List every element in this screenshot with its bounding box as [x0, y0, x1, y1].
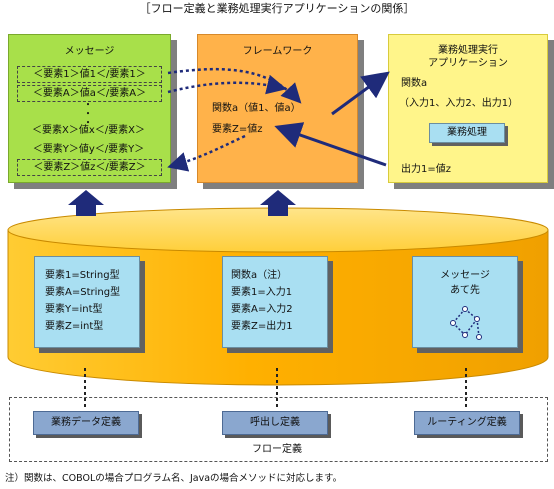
card3-line-2: あて先	[450, 285, 480, 296]
card1-line-2: 要素A=String型	[45, 287, 121, 298]
message-row-y: ＜要素Y＞値y＜/要素Y＞	[32, 144, 145, 155]
card2-line-1: 関数a（注）	[231, 270, 288, 281]
call-definition-card: 関数a（注） 要素1=入力1 要素A=入力2 要素Z=出力1	[222, 256, 328, 348]
framework-box: フレームワーク 関数a（値1、値a） 要素Z=値z	[197, 34, 358, 183]
framework-call-line: 関数a（値1、値a）	[212, 103, 301, 114]
arrow-app-to-framework	[274, 122, 387, 167]
card2-line-2: 要素1=入力1	[231, 287, 293, 298]
routing-definition-card: メッセージ あて先	[412, 256, 518, 348]
business-data-definition-button[interactable]: 業務データ定義	[33, 411, 139, 435]
application-box-title-2: アプリケーション	[428, 58, 508, 69]
arrow-msg-to-framework-2	[167, 74, 287, 95]
application-params: （入力1、入力2、出力1）	[399, 98, 519, 109]
application-box: 業務処理実行 アプリケーション 関数a （入力1、入力2、出力1） 業務処理 出…	[388, 34, 548, 183]
business-process-block: 業務処理	[429, 123, 505, 143]
card1-line-4: 要素Z=int型	[45, 321, 104, 332]
application-func: 関数a	[401, 78, 428, 89]
application-output: 出力1=値z	[401, 164, 451, 175]
message-row-z: ＜要素Z＞値z＜/要素Z＞	[17, 159, 162, 176]
framework-assign-line: 要素Z=値z	[212, 124, 263, 135]
message-box-title: メッセージ	[64, 46, 115, 57]
message-box: メッセージ ＜要素1＞値1＜/要素1＞ ＜要素A＞値a＜/要素A＞ ・・・ ＜要…	[8, 34, 171, 183]
card2-line-4: 要素Z=出力1	[231, 321, 293, 332]
flow-definition-label: フロー定義	[252, 444, 302, 455]
arrow-msg-to-framework-1	[167, 67, 302, 104]
message-row-x: ＜要素X＞値x＜/要素X＞	[32, 125, 145, 136]
call-definition-button[interactable]: 呼出し定義	[222, 411, 328, 435]
flow-definition-frame	[9, 397, 548, 462]
framework-box-title: フレームワーク	[242, 46, 313, 57]
routing-graph-icon	[450, 306, 482, 340]
up-arrow-left	[68, 190, 104, 216]
message-ellipsis: ・・・	[83, 100, 93, 129]
card2-line-3: 要素A=入力2	[231, 304, 293, 315]
application-box-title-1: 業務処理実行	[438, 45, 498, 56]
routing-definition-button[interactable]: ルーティング定義	[414, 411, 520, 435]
arrow-framework-to-app	[331, 71, 390, 116]
data-definition-card: 要素1=String型 要素A=String型 要素Y=int型 要素Z=int…	[34, 256, 140, 348]
up-arrow-middle	[260, 190, 296, 216]
message-row-1: ＜要素1＞値1＜/要素1＞	[17, 66, 162, 83]
footnote: 注）関数は、COBOLの場合プログラム名、Javaの場合メソッドに対応します。	[5, 473, 343, 484]
page-title: ［フロー定義と業務処理実行アプリケーションの関係］	[139, 2, 415, 15]
card3-line-1: メッセージ	[440, 270, 490, 281]
message-row-a: ＜要素A＞値a＜/要素A＞	[17, 85, 162, 102]
card1-line-1: 要素1=String型	[45, 270, 120, 281]
arrow-framework-to-msg	[167, 134, 246, 172]
card1-line-3: 要素Y=int型	[45, 304, 103, 315]
